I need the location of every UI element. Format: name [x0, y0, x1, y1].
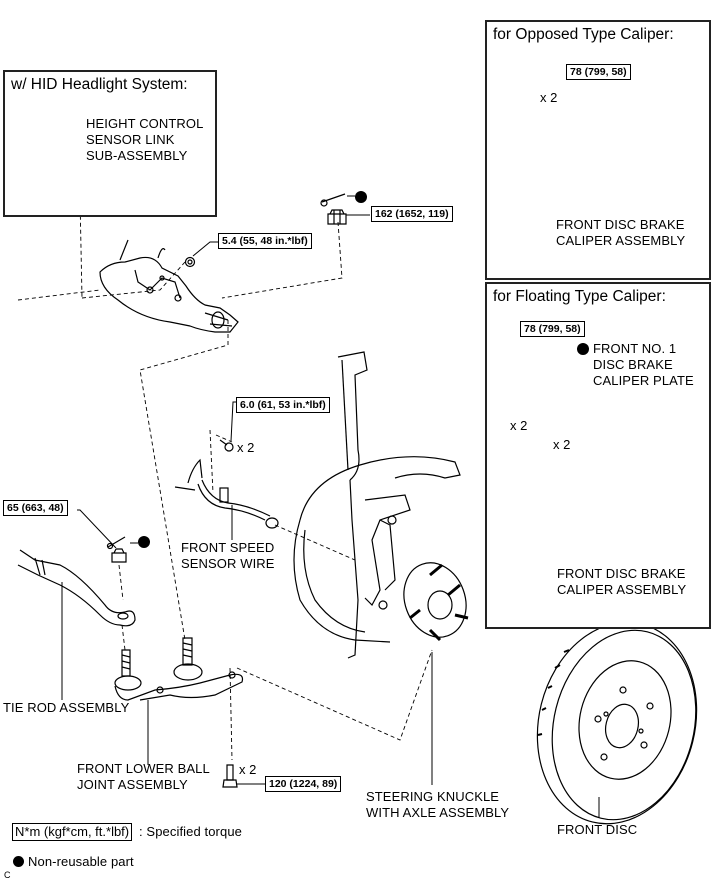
- legend-torque-unit: N*m (kgf*cm, ft.*lbf): [12, 823, 133, 841]
- floating-caliper-label: FRONT DISC BRAKE CALIPER ASSEMBLY: [557, 566, 687, 597]
- axle-hub: [403, 562, 469, 642]
- nonreusable-marker-icon: [355, 191, 367, 203]
- upper-control-arm: [99, 239, 239, 333]
- steering-knuckle-label: STEERING KNUCKLE WITH AXLE ASSEMBLY: [366, 789, 510, 820]
- torque-upper-nut: 162 (1652, 119): [371, 206, 453, 222]
- torque-opposed-caliper-bolt: 78 (799, 58): [566, 64, 631, 80]
- upper-cotter-pin: [320, 193, 346, 207]
- tie-rod-assembly: [17, 549, 136, 627]
- legend-nonreusable: Non-reusable part: [28, 854, 134, 869]
- torque-tie-rod-nut: 65 (663, 48): [3, 500, 68, 516]
- tie-rod-castle-nut: [111, 548, 127, 563]
- floating-panel-title: for Floating Type Caliper:: [493, 288, 666, 305]
- speed-sensor-bolt: [219, 439, 234, 452]
- hid-headlight-panel: w/ HID Headlight System:: [3, 70, 217, 217]
- front-disc-label: FRONT DISC: [557, 822, 638, 837]
- upper-castle-nut: [327, 209, 347, 225]
- height-control-sensor-link-label: HEIGHT CONTROL SENSOR LINK SUB-ASSEMBLY: [86, 116, 204, 163]
- torque-ball-joint-bolt: 120 (1224, 89): [265, 776, 342, 792]
- ball-joint-bolt-qty: x 2: [239, 762, 257, 777]
- legend-torque-desc: : Specified torque: [139, 824, 242, 839]
- opposed-caliper-label: FRONT DISC BRAKE CALIPER ASSEMBLY: [556, 217, 686, 248]
- nonreusable-legend-icon: [13, 856, 24, 867]
- tie-rod-cotter-pin: [106, 536, 126, 550]
- nonreusable-marker-icon: [138, 536, 150, 548]
- front-lower-ball-joint-label: FRONT LOWER BALL JOINT ASSEMBLY: [77, 761, 210, 792]
- sensor-link-nut: [184, 256, 196, 268]
- opposed-panel-title: for Opposed Type Caliper:: [493, 26, 674, 43]
- opposed-bolt-qty: x 2: [540, 90, 558, 105]
- opposed-caliper-panel: for Opposed Type Caliper:: [485, 20, 711, 280]
- speed-sensor-bolt-qty: x 2: [237, 440, 255, 455]
- hid-panel-title: w/ HID Headlight System:: [11, 76, 188, 93]
- assembly-dashed-lines: [17, 106, 589, 761]
- plate-qty: x 2: [553, 437, 571, 452]
- torque-speed-sensor-bolt: 6.0 (61, 53 in.*lbf): [236, 397, 330, 413]
- floating-bolt-qty: x 2: [510, 418, 528, 433]
- caliper-plate-label: FRONT NO. 1 DISC BRAKE CALIPER PLATE: [593, 341, 694, 388]
- nonreusable-marker-icon: [577, 343, 589, 355]
- front-lower-ball-joint: [114, 637, 244, 701]
- floating-caliper-panel: for Floating Type Caliper:: [485, 282, 711, 629]
- torque-floating-caliper-bolt: 78 (799, 58): [520, 321, 585, 337]
- front-speed-sensor-wire: [174, 458, 279, 529]
- front-disc: [536, 621, 698, 825]
- ball-joint-bolt: [222, 764, 238, 788]
- steering-knuckle: [293, 351, 461, 659]
- corner-code: C: [4, 870, 11, 880]
- tie-rod-assembly-label: TIE ROD ASSEMBLY: [3, 700, 130, 715]
- torque-sensor-link-nut: 5.4 (55, 48 in.*lbf): [218, 233, 312, 249]
- front-speed-sensor-wire-label: FRONT SPEED SENSOR WIRE: [181, 540, 275, 571]
